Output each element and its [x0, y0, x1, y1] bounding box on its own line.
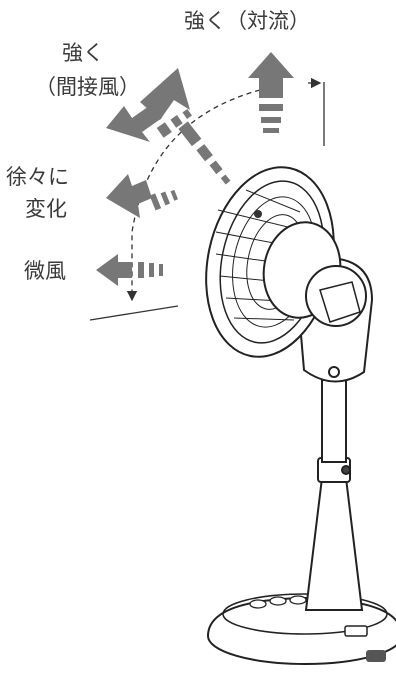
airflow-arrow-gradual [106, 174, 179, 218]
horizontal-reference-line [89, 305, 179, 321]
fan-upper-pole [321, 379, 347, 463]
label-gradually: 徐々に [6, 165, 69, 189]
label-strong: 強く [62, 41, 104, 65]
airflow-arrow-up [248, 52, 294, 133]
label-indirect-wind: （間接風） [35, 75, 140, 99]
label-breeze: 微風 [24, 259, 66, 283]
fan-head [205, 166, 367, 358]
label-change: 変化 [25, 197, 67, 221]
airflow-arrows [96, 52, 294, 286]
circulator-fan [205, 166, 396, 665]
fan-lower-pole [304, 477, 364, 611]
airflow-arrow-weak [96, 254, 163, 286]
angle-arc [126, 89, 261, 302]
label-strong-convection: 強く（対流） [184, 9, 310, 33]
angle-guide [89, 77, 325, 321]
airflow-arrow-strong [106, 68, 231, 185]
fan-base [207, 593, 396, 665]
